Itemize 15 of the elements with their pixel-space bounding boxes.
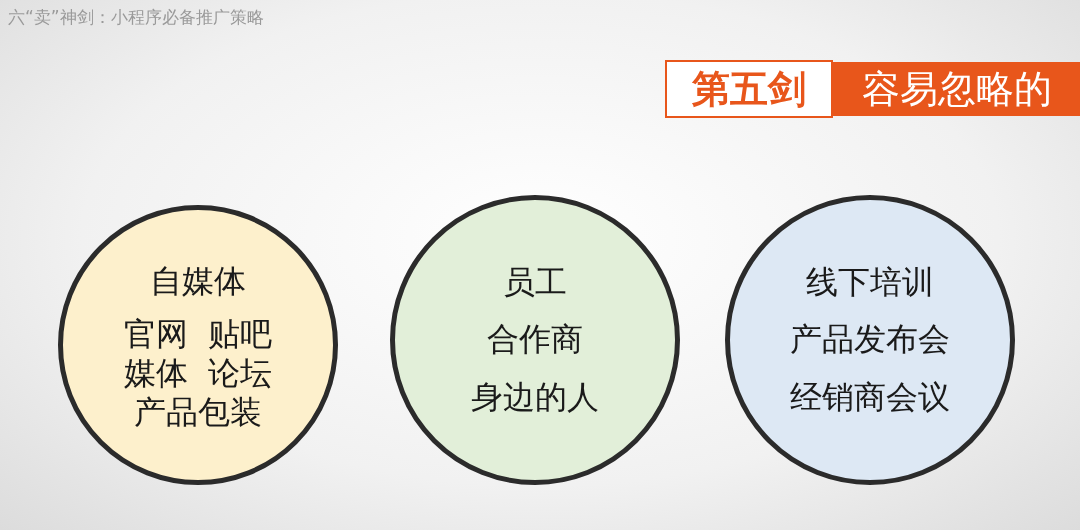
list-item: 产品包装 (134, 395, 262, 431)
list-item: 产品发布会 (790, 322, 950, 358)
list-item: 员工 (503, 265, 567, 301)
list-item: 合作商 (487, 322, 583, 358)
circle-heading: 自媒体 (150, 263, 246, 299)
heading-text: 容易忽略的 (861, 70, 1052, 108)
list-item: 经销商会议 (790, 379, 950, 415)
heading-bar (833, 62, 1080, 116)
tag-label: 第五剑 (692, 70, 806, 108)
chapter-tag (665, 60, 833, 118)
list-item: 身边的人 (471, 379, 599, 415)
list-item: 媒体 论坛 (123, 356, 273, 392)
list-item: 线下培训 (806, 265, 934, 301)
list-item: 官网 贴吧 (123, 316, 273, 352)
page-title: 六“卖”神剑：小程序必备推广策略 (8, 6, 264, 29)
